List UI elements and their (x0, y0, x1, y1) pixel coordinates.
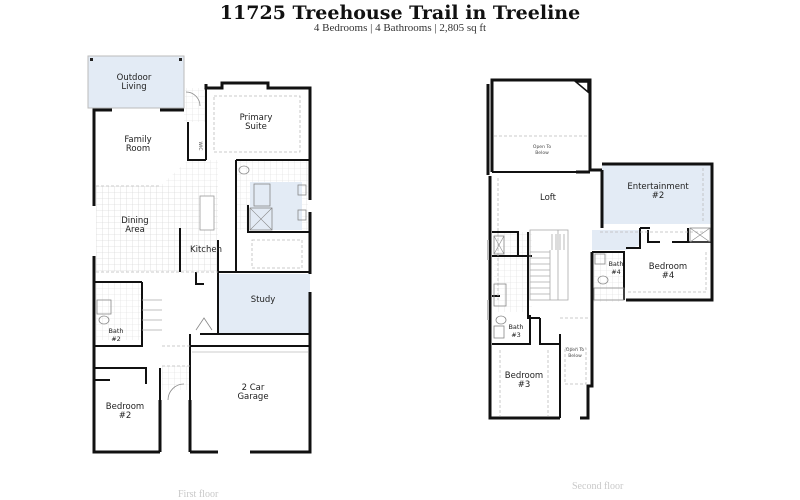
label-bedroom-3: Bedroom#3 (505, 371, 543, 390)
page-subtitle: 4 Bedrooms | 4 Bathrooms | 2,805 sq ft (313, 22, 487, 34)
study-area (218, 274, 310, 334)
second-floor-label: Second floor (572, 481, 624, 492)
label-wic: WIC (197, 142, 203, 151)
label-bath-4: Bath#4 (608, 260, 623, 276)
label-bath-2: Bath#2 (108, 327, 123, 343)
label-bath-3: Bath#3 (508, 323, 523, 339)
label-study: Study (251, 295, 276, 305)
label-bedroom-2: Bedroom#2 (106, 402, 144, 421)
entertainment-area (602, 164, 712, 224)
first-floor-label: First floor (178, 489, 219, 500)
label-kitchen: Kitchen (190, 245, 222, 255)
label-entertainment: Entertainment#2 (627, 182, 689, 201)
page-title: 11725 Treehouse Trail in Treeline (219, 2, 581, 24)
stairs (529, 229, 569, 301)
outdoor-living-area (87, 55, 185, 109)
label-bedroom-4: Bedroom#4 (649, 262, 687, 281)
label-loft: Loft (540, 193, 557, 203)
